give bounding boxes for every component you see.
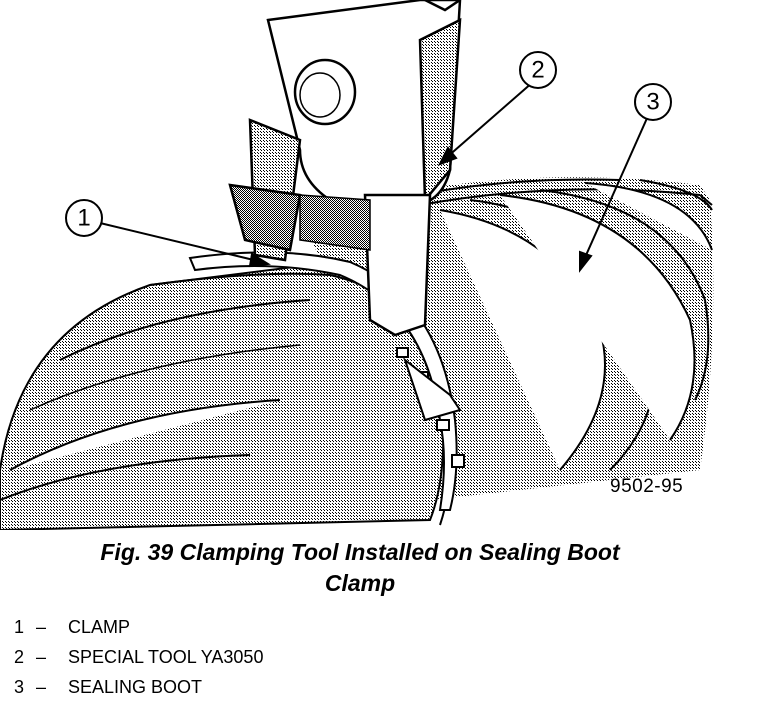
callout-3: 3 xyxy=(634,83,672,121)
legend-item-number: 2 xyxy=(14,647,25,667)
clamp-band xyxy=(188,251,465,511)
figure-id-label: 9502-95 xyxy=(610,476,684,497)
callout-3-label: 3 xyxy=(646,89,659,116)
caption-line-2: Clamp xyxy=(324,570,396,596)
legend-item-label: SEALING BOOT xyxy=(68,677,203,697)
callout-2: 2 xyxy=(519,51,557,89)
legend-item: 3– SEALING BOOT xyxy=(14,672,263,702)
callout-2-label: 2 xyxy=(531,57,544,84)
legend-item-dash: – xyxy=(36,677,47,697)
legend-item-dash: – xyxy=(36,617,47,637)
callout-leaders xyxy=(99,81,649,273)
legend-item-number: 1 xyxy=(14,617,25,637)
special-tool xyxy=(228,0,462,337)
legend-item-label: CLAMP xyxy=(68,617,131,637)
legend-item-label: SPECIAL TOOL YA3050 xyxy=(68,647,264,667)
figure-caption: Fig. 39 Clamping Tool Installed on Seali… xyxy=(20,537,700,599)
legend-item-dash: – xyxy=(36,647,47,667)
callout-1: 1 xyxy=(65,199,103,237)
legend-item: 2– SPECIAL TOOL YA3050 xyxy=(14,642,263,672)
caption-line-1: Fig. 39 Clamping Tool Installed on Seali… xyxy=(100,539,620,565)
callout-1-label: 1 xyxy=(77,205,90,232)
legend-item-number: 3 xyxy=(14,677,25,697)
technical-illustration: 1 2 3 xyxy=(0,0,714,530)
legend-item: 1– CLAMP xyxy=(14,612,263,642)
legend: 1–CLAMP 2–SPECIAL TOOL YA3050 3–SEALING … xyxy=(14,612,263,702)
